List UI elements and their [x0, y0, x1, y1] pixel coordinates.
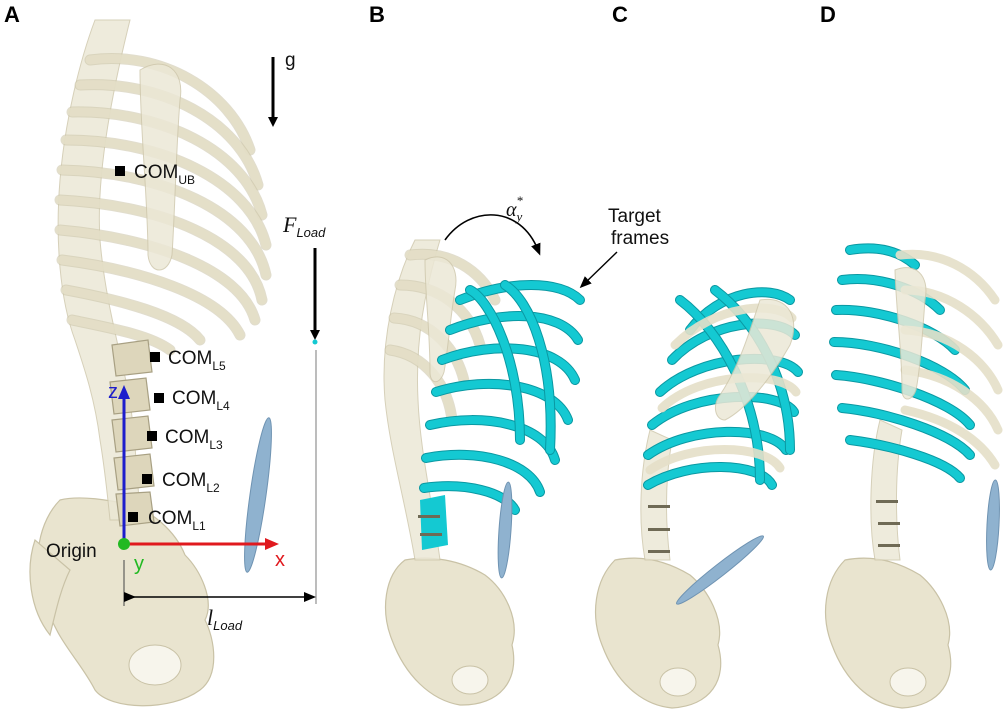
ribcage-b-grey — [384, 248, 501, 426]
com-l5-label: COML5 — [168, 348, 226, 373]
z-axis-label: z — [108, 381, 118, 403]
com-l5-marker — [150, 352, 160, 362]
com-l4-label: COML4 — [172, 388, 230, 413]
panel-a: COMUB COML5 COML4 COML3 COML2 COML1 g FL… — [29, 19, 326, 707]
rotation-arrow — [444, 214, 541, 256]
ribcage-a — [54, 53, 272, 356]
panel-c — [595, 285, 803, 709]
pelvis-b — [385, 557, 515, 706]
ribcage-d-grey — [894, 249, 1003, 470]
com-l2-label: COML2 — [162, 470, 220, 495]
panel-d — [825, 243, 1003, 709]
pelvis-hole-d — [889, 667, 927, 697]
pelvis-hole-a — [128, 644, 182, 686]
load-force-label: FLoad — [282, 212, 326, 240]
pelvis-a — [37, 497, 215, 707]
com-l1-label: COML1 — [148, 508, 206, 533]
panel-letter-c: C — [612, 2, 628, 27]
panel-letter-a: A — [4, 2, 20, 27]
sacrum-a — [29, 538, 71, 637]
pelvis-d — [825, 557, 952, 709]
pelvis-hole-c — [659, 667, 697, 697]
lumbar-b — [418, 515, 442, 536]
target-pointer-arrow — [579, 251, 618, 289]
lumbar-d — [876, 500, 900, 547]
ribcage-c-grey — [645, 298, 801, 475]
lumbar-c — [648, 505, 670, 553]
panel-letter-d: D — [820, 2, 836, 27]
lever-label: lLoad — [207, 605, 243, 633]
pelvis-hole-b — [451, 665, 489, 695]
target-label-line2: frames — [611, 228, 669, 249]
com-l3-marker — [147, 431, 157, 441]
com-l1-marker — [128, 512, 138, 522]
com-ub-marker — [115, 166, 125, 176]
ellipsoid-c — [676, 535, 764, 605]
panel-b: αy* Target frames — [383, 193, 669, 706]
ellipsoid-d — [986, 479, 1000, 571]
target-label-line1: Target — [608, 206, 662, 227]
rotation-label: αy* — [506, 193, 523, 224]
com-l4-marker — [154, 393, 164, 403]
load-point — [312, 339, 318, 345]
origin-label: Origin — [46, 541, 97, 562]
origin-dot — [118, 538, 130, 550]
com-l2-marker — [142, 474, 152, 484]
gravity-label: g — [285, 50, 296, 71]
ellipsoid-a — [244, 417, 272, 573]
com-l3-label: COML3 — [165, 427, 223, 452]
target-ribcage-b — [419, 280, 585, 550]
x-axis-label: x — [275, 549, 285, 571]
panel-letter-b: B — [369, 2, 385, 27]
com-ub-label: COMUB — [134, 162, 195, 187]
y-axis-label: y — [134, 553, 144, 575]
ellipsoid-b — [497, 481, 513, 579]
